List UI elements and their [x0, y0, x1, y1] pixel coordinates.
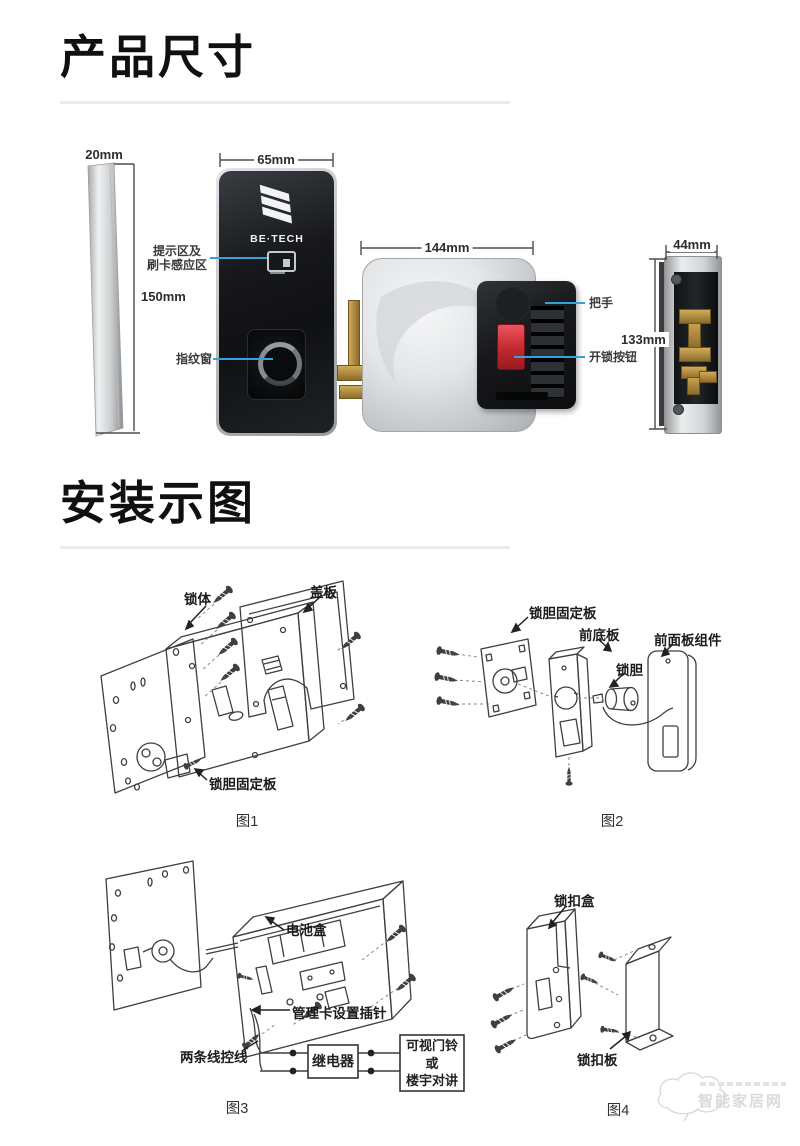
handle-knob [495, 287, 530, 322]
card-reader-caption-decor [270, 272, 285, 274]
brass-tab-lower [339, 385, 363, 399]
dim-edge-width: 44mm [670, 237, 714, 252]
fig3-label-two-wires: 两条线控线 [180, 1050, 248, 1065]
intercom-box: 可视门铃 或 楼宇对讲 [400, 1037, 464, 1090]
intercom-line2: 或 [425, 1055, 439, 1071]
brass-strip [348, 300, 360, 366]
latch-brass-bottom [679, 347, 711, 362]
callout-fingerprint: 指纹窗 [176, 352, 213, 366]
fig2-label-cylinder: 锁胆 [616, 663, 643, 678]
fig3-label-mgmt-pin: 管理卡设置插针 [292, 1006, 387, 1021]
fig1-label-lock-body: 锁体 [184, 592, 211, 607]
fig4-caption: 图4 [606, 1103, 630, 1119]
fig2-label-front-panel: 前面板组件 [654, 633, 722, 648]
fig2-caption: 图2 [600, 814, 624, 830]
brass-tab-upper [337, 365, 363, 381]
callout-card-area: 提示区及 刷卡感应区 [146, 244, 208, 272]
dim-side-height: 150mm [138, 289, 189, 304]
fig4-label-strike-box: 锁扣盒 [554, 894, 595, 909]
fig2-label-front-base: 前底板 [579, 628, 620, 643]
card-reader-icon [267, 251, 296, 272]
fig1-label-cover-plate: 盖板 [310, 585, 337, 600]
unlock-button-red [497, 324, 525, 370]
fig4-label-strike-plate: 锁扣板 [577, 1053, 618, 1068]
fingerprint-ring [258, 342, 302, 386]
fig3-label-battery-box: 电池盒 [286, 923, 327, 938]
latch-clip-c [699, 371, 717, 383]
dim-edge-height: 133mm [618, 332, 669, 347]
dim-side-width: 20mm [82, 147, 126, 162]
watermark-text: 智能家居网 [698, 1093, 784, 1110]
callout-card-line1: 提示区及 [152, 244, 201, 258]
fig3-label-arrows [242, 916, 290, 1051]
card-reader-icon-detail [283, 259, 290, 267]
fig1-diagram [100, 580, 355, 794]
latch-clip-b [687, 377, 700, 395]
brand-text: BE·TECH [250, 233, 304, 245]
title-underline [60, 101, 510, 104]
relay-box: 继电器 [312, 1053, 354, 1069]
title-underline-2 [60, 546, 510, 549]
dim-front-width: 65mm [254, 152, 298, 167]
fig1-caption: 图1 [235, 814, 259, 830]
callout-card-line2: 刷卡感应区 [146, 258, 207, 272]
edge-screw-top [671, 274, 682, 285]
latch-brass-top [679, 309, 711, 324]
fig4-label-arrows [547, 905, 632, 1050]
intercom-line3: 楼宇对讲 [405, 1073, 458, 1088]
edge-screw-bottom [673, 404, 684, 415]
betech-logo-icon [259, 184, 293, 224]
callout-handle: 把手 [589, 296, 614, 310]
fig1-label-cylinder-plate: 锁胆固定板 [209, 777, 277, 792]
handle-grooves [531, 306, 564, 398]
fig2-diagram [453, 638, 697, 772]
handle-grille [496, 392, 548, 400]
dim-rear-width: 144mm [421, 240, 473, 255]
fig3-diagram [105, 860, 412, 1072]
section-title-install: 安装示图 [60, 477, 256, 529]
fig2-label-cylinder-plate: 锁胆固定板 [529, 606, 597, 621]
fig1-label-arrows [184, 596, 321, 781]
watermark-small-text [700, 1082, 786, 1086]
fig3-caption: 图3 [225, 1101, 249, 1117]
intercom-line1: 可视门铃 [405, 1038, 458, 1053]
section-title-dimensions: 产品尺寸 [60, 31, 256, 83]
rear-body-sheen [376, 281, 503, 385]
latch-brass-mid [688, 323, 701, 349]
callout-unlock: 开锁按钮 [589, 350, 638, 364]
fig4-diagram [508, 908, 674, 1051]
